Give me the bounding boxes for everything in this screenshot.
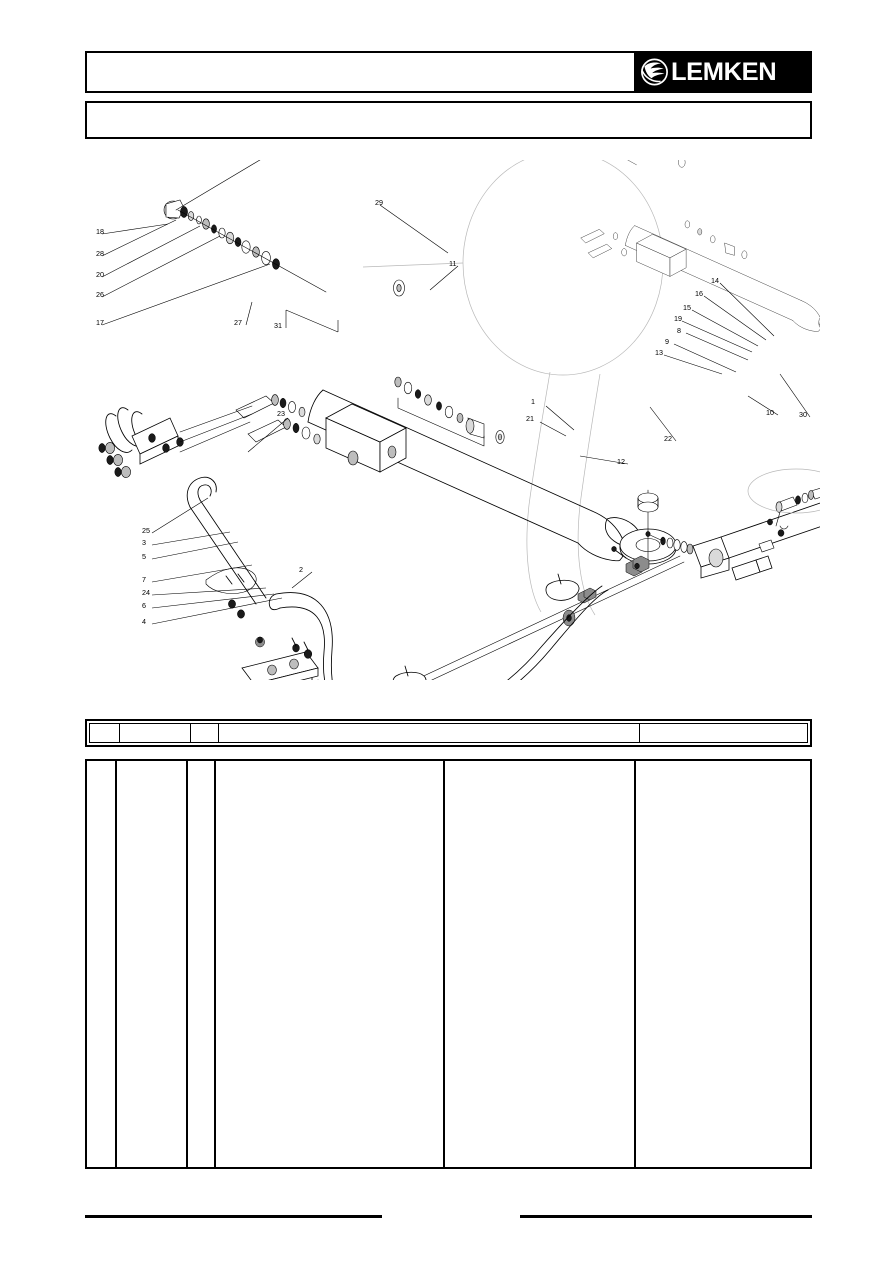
- page-subtitle-bar: [85, 101, 812, 139]
- part-11-pin: [637, 489, 659, 561]
- callout-number-5: 5: [142, 552, 146, 561]
- lemken-swoosh-logo-icon: [641, 58, 668, 86]
- table-column-desc: [216, 761, 445, 1167]
- table-column-pos: [87, 761, 117, 1167]
- right-upper-fittings: [758, 488, 820, 553]
- callout-number-6: 6: [142, 601, 146, 610]
- callout-number-26: 26: [96, 290, 104, 299]
- parts-table-header: [85, 719, 812, 747]
- callout-number-15: 15: [683, 303, 691, 312]
- callout-number-4: 4: [142, 617, 146, 626]
- callout-number-22: 22: [664, 434, 672, 443]
- part-12-seal: [562, 609, 576, 627]
- left-cylinder-assembly: [163, 160, 677, 565]
- lemken-logo: LEMKEN: [634, 53, 810, 91]
- hose-clamp-group: [98, 405, 253, 478]
- valve-block: [325, 403, 407, 473]
- page-title: [87, 53, 634, 91]
- table-header-note: [640, 724, 807, 742]
- lemken-wordmark: LEMKEN: [671, 57, 777, 86]
- callout-number-9: 9: [665, 337, 669, 346]
- table-header-desc: [219, 724, 640, 742]
- left-fitting-chain-lower: [394, 376, 505, 447]
- callout-number-20: 20: [96, 270, 104, 279]
- detail-view-contents: [580, 160, 820, 332]
- table-header-ref: [120, 724, 191, 742]
- table-column-desc2: [445, 761, 636, 1167]
- callout-number-29: 29: [375, 198, 383, 207]
- left-fitting-chain-upper: [163, 199, 327, 293]
- right-cylinder-assembly: [645, 468, 820, 581]
- callout-number-13: 13: [655, 348, 663, 357]
- table-column-ref: [117, 761, 188, 1167]
- callout-number-7: 7: [142, 575, 146, 584]
- callout-number-30: 30: [799, 410, 807, 419]
- callout-number-25: 25: [142, 526, 150, 535]
- support-arm-assembly: [186, 476, 319, 680]
- table-column-qty: [188, 761, 216, 1167]
- centre-connecting-rod: [392, 546, 685, 680]
- nut-group-small: [577, 587, 597, 604]
- footer-rule-left: [85, 1215, 382, 1218]
- callout-number-17: 17: [96, 318, 104, 327]
- callout-number-11: 11: [449, 259, 456, 268]
- table-header-pos: [90, 724, 120, 742]
- callout-number-14: 14: [711, 276, 719, 285]
- callout-number-8: 8: [677, 326, 681, 335]
- parts-diagram-svg: .ln { fill:none; stroke:#000; stroke-wid…: [96, 160, 820, 680]
- callout-number-31: 31: [274, 321, 282, 330]
- footer-rule-right: [520, 1215, 812, 1218]
- left-side-ports: [235, 394, 321, 445]
- nut-group-22: [611, 546, 650, 577]
- page-header-bar: LEMKEN: [85, 51, 812, 93]
- callout-number-1: 1: [531, 397, 535, 406]
- callout-number-23: 23: [277, 409, 285, 418]
- table-header-qty: [191, 724, 219, 742]
- callout-number-16: 16: [695, 289, 703, 298]
- exploded-parts-diagram: .ln { fill:none; stroke:#000; stroke-wid…: [80, 160, 820, 680]
- callout-number-12: 12: [617, 457, 625, 466]
- callout-number-2: 2: [299, 565, 303, 574]
- callout-number-10: 10: [766, 408, 774, 417]
- callout-number-21: 21: [526, 414, 534, 423]
- callout-number-24: 24: [142, 588, 150, 597]
- callout-number-19: 19: [674, 314, 682, 323]
- right-seal-stack: [645, 531, 694, 555]
- callout-leader-lines: [101, 204, 811, 625]
- hydraulic-hose: [268, 585, 609, 680]
- callout-number-3: 3: [142, 538, 146, 547]
- callout-number-27: 27: [234, 318, 242, 327]
- callout-number-28: 28: [96, 249, 104, 258]
- callout-number-18: 18: [96, 227, 104, 236]
- table-column-note: [636, 761, 810, 1167]
- parts-table-body: [85, 759, 812, 1169]
